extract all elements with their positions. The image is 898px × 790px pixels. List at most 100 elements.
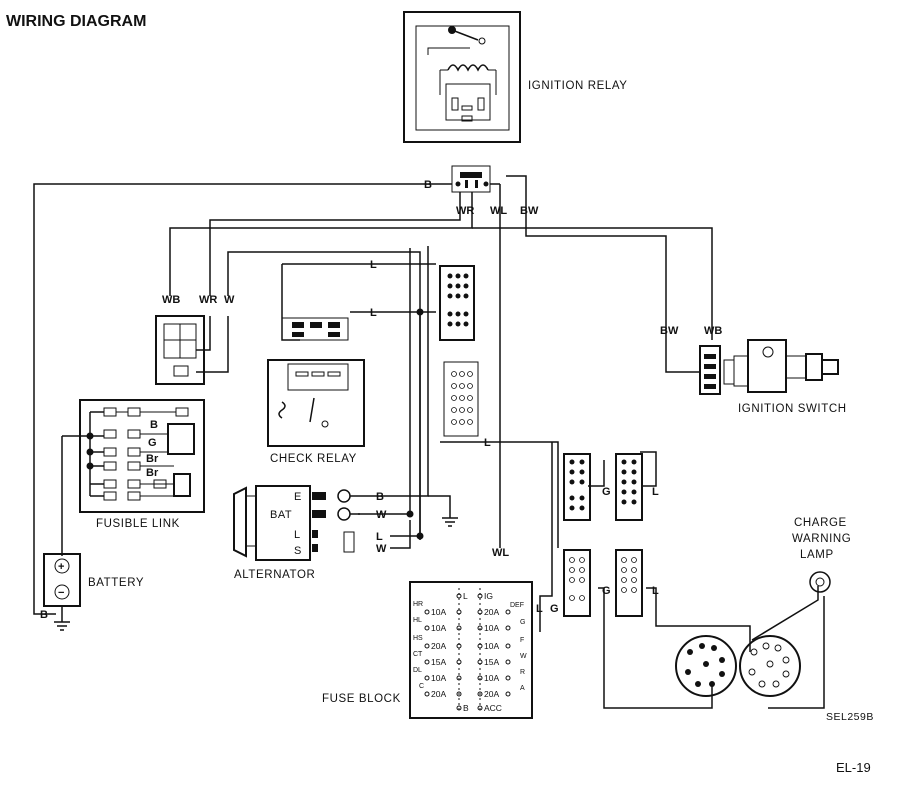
svg-text:20A: 20A	[431, 689, 446, 699]
svg-text:W: W	[520, 653, 527, 660]
alternator: E BAT L S ALTERNATOR	[233, 485, 458, 581]
wire-label-l-upper: L	[370, 259, 377, 271]
check-relay-connector-lower	[443, 361, 479, 437]
harness-connector-l	[615, 453, 643, 617]
fuse-left-4: DL 10A	[413, 667, 462, 683]
wire-label-l-middle: L	[370, 307, 377, 319]
wire-label-g-fuse: G	[550, 603, 559, 615]
alt-terminal-bat: BAT	[270, 509, 292, 521]
page-number: EL-19	[836, 760, 871, 775]
fuse-right-2: 10A F	[477, 637, 524, 651]
ignition-relay-label: IGNITION RELAY	[528, 80, 628, 92]
svg-text:A: A	[520, 685, 525, 692]
wire-label-wb-switch: WB	[704, 325, 722, 337]
fuse-bottom-acc: ACC	[484, 703, 502, 713]
svg-text:10A: 10A	[484, 673, 499, 683]
svg-text:HR: HR	[413, 601, 423, 608]
battery: + − BATTERY	[43, 553, 144, 631]
charge-lamp-label-2: WARNING	[792, 533, 851, 545]
wire-label-bw-relay: BW	[520, 205, 539, 217]
wire-label-wr-relay: WR	[456, 205, 474, 217]
wire-label-wl-fuse: WL	[492, 547, 509, 559]
wire-label-l-check: L	[484, 437, 491, 449]
svg-text:10A: 10A	[484, 623, 499, 633]
wire-label-l-harness: L	[652, 486, 659, 498]
meter-connector-right	[739, 635, 801, 697]
wire-label-wb-left: WB	[162, 294, 180, 306]
wire-labels: B WR WL BW WB WR W L L BW WB L B W L W W…	[40, 179, 722, 621]
wire-label-l-lower: L	[652, 585, 659, 597]
fusible-wire-b: B	[150, 419, 158, 431]
wire-label-l-fuse: L	[536, 603, 543, 615]
alternator-label: ALTERNATOR	[234, 569, 315, 581]
fuse-left-1: HL 10A	[413, 617, 462, 633]
wire-network	[33, 175, 825, 709]
svg-text:DL: DL	[413, 667, 422, 674]
alt-terminal-s: S	[294, 545, 302, 557]
wire-label-wl-relay: WL	[490, 205, 507, 217]
svg-text:15A: 15A	[431, 657, 446, 667]
harness-connector-g	[563, 453, 591, 617]
charge-lamp-label-1: CHARGE	[794, 517, 847, 529]
wire-label-b-alt: B	[376, 491, 384, 503]
battery-positive: +	[58, 561, 64, 573]
ignition-relay: IGNITION RELAY	[403, 11, 628, 143]
check-relay-label: CHECK RELAY	[270, 453, 357, 465]
svg-text:20A: 20A	[484, 689, 499, 699]
wire-label-bw-switch: BW	[660, 325, 679, 337]
wire-label-b-relay: B	[424, 179, 432, 191]
svg-text:HS: HS	[413, 635, 423, 642]
fuse-top-ig: IG	[484, 591, 493, 601]
fuse-block-label: FUSE BLOCK	[322, 693, 401, 705]
svg-text:20A: 20A	[431, 641, 446, 651]
wire-label-w-alt-bat: W	[376, 509, 387, 521]
svg-text:10A: 10A	[431, 607, 446, 617]
svg-text:C: C	[419, 683, 424, 690]
alt-terminal-e: E	[294, 491, 302, 503]
svg-text:R: R	[520, 669, 525, 676]
wire-label-g-lower: G	[602, 585, 611, 597]
fuse-top-l: L	[463, 591, 468, 601]
fuse-right-4: 10A R	[477, 669, 525, 683]
check-relay: CHECK RELAY	[267, 317, 365, 465]
figure-code: SEL259B	[826, 711, 874, 723]
wire-label-w-alt-s: W	[376, 543, 387, 555]
svg-text:10A: 10A	[431, 623, 446, 633]
svg-text:DEF: DEF	[510, 602, 524, 609]
fuse-left-5: C 20A	[419, 683, 462, 699]
fuse-right-1: 10A G	[477, 619, 525, 633]
svg-text:CT: CT	[413, 651, 423, 658]
fuse-left-0: HR 10A	[413, 601, 462, 617]
alt-terminal-l: L	[294, 529, 301, 541]
page-title: WIRING DIAGRAM	[6, 13, 146, 30]
charge-warning-lamp: CHARGE WARNING LAMP	[792, 517, 851, 593]
fusible-wire-br-1: Br	[146, 453, 159, 465]
battery-negative: −	[58, 587, 64, 599]
wire-label-wr-left: WR	[199, 294, 217, 306]
svg-text:10A: 10A	[484, 641, 499, 651]
svg-text:G: G	[520, 619, 525, 626]
wire-label-b-battery: B	[40, 609, 48, 621]
relay-connector	[451, 165, 491, 193]
fusible-link-connector	[155, 315, 205, 385]
svg-text:HL: HL	[413, 617, 422, 624]
meter-connector-left	[675, 635, 737, 697]
fuse-right-5: 20A A	[477, 685, 525, 699]
svg-text:15A: 15A	[484, 657, 499, 667]
wire-label-w-left: W	[224, 294, 235, 306]
fuse-bottom-b: B	[463, 703, 469, 713]
battery-label: BATTERY	[88, 577, 144, 589]
wire-label-l-alt: L	[376, 531, 383, 543]
fuse-right-0: 20A DEF	[477, 602, 524, 617]
fuse-left-3: CT 15A	[413, 651, 462, 667]
svg-text:20A: 20A	[484, 607, 499, 617]
svg-text:10A: 10A	[431, 673, 446, 683]
ignition-switch: IGNITION SWITCH	[699, 339, 846, 415]
fusible-wire-br-2: Br	[146, 467, 159, 479]
check-relay-connector-upper	[439, 265, 475, 341]
fusible-wire-g: G	[148, 437, 157, 449]
fusible-link-label: FUSIBLE LINK	[96, 518, 180, 530]
fuse-left-2: HS 20A	[413, 635, 462, 651]
fuse-right-3: 15A W	[477, 653, 527, 667]
